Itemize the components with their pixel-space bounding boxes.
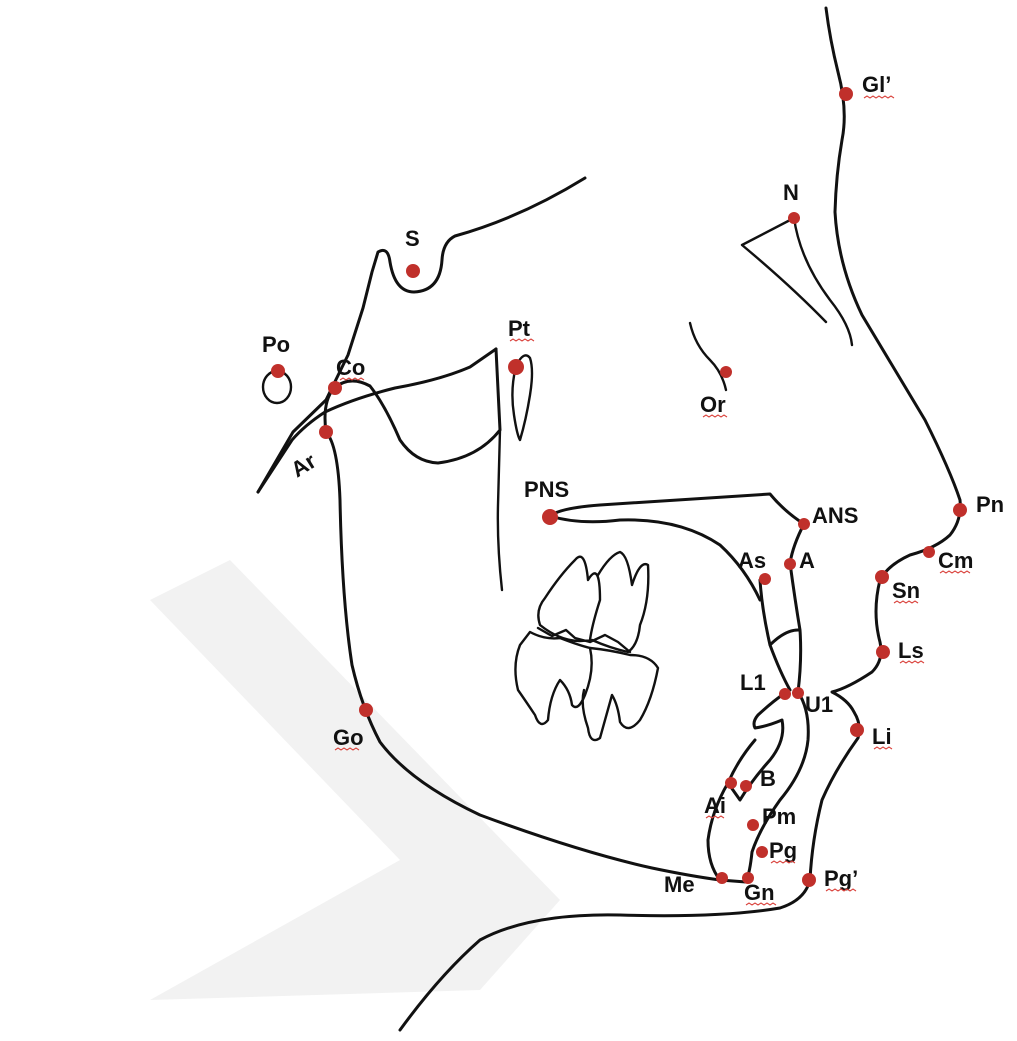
point-ls xyxy=(876,645,890,659)
label-pt: Pt xyxy=(508,316,531,341)
label-sn: Sn xyxy=(892,578,920,603)
point-gl-soft xyxy=(839,87,853,101)
cranial-base-outline xyxy=(258,178,585,492)
point-u1 xyxy=(792,687,804,699)
label-ai: Ai xyxy=(704,793,726,818)
point-sn xyxy=(875,570,889,584)
point-cm xyxy=(923,546,935,558)
label-me: Me xyxy=(664,872,695,897)
lower-molar-1 xyxy=(515,632,591,724)
label-li: Li xyxy=(872,724,892,749)
label-b: B xyxy=(760,766,776,791)
label-pg-soft: Pg’ xyxy=(824,866,858,891)
label-pn: Pn xyxy=(976,492,1004,517)
label-co: Co xyxy=(336,355,365,380)
label-ans: ANS xyxy=(812,503,858,528)
point-go xyxy=(359,703,373,717)
point-pg xyxy=(756,846,768,858)
point-ai xyxy=(725,777,737,789)
point-n xyxy=(788,212,800,224)
point-b xyxy=(740,780,752,792)
label-cm: Cm xyxy=(938,548,973,573)
label-or: Or xyxy=(700,392,726,417)
point-pn xyxy=(953,503,967,517)
label-u1: U1 xyxy=(805,692,833,717)
point-as xyxy=(759,573,771,585)
point-a xyxy=(784,558,796,570)
point-l1 xyxy=(779,688,791,700)
point-ans xyxy=(798,518,810,530)
label-ar: Ar xyxy=(286,448,320,482)
label-pns: PNS xyxy=(524,477,569,502)
point-co xyxy=(328,381,342,395)
label-po: Po xyxy=(262,332,290,357)
label-go: Go xyxy=(333,725,364,750)
lower-molar-2 xyxy=(583,648,658,740)
point-pt xyxy=(508,359,524,375)
point-ar xyxy=(319,425,333,439)
label-gl-soft: Gl’ xyxy=(862,72,891,97)
label-pg: Pg xyxy=(769,838,797,863)
label-gn: Gn xyxy=(744,880,775,905)
point-pm xyxy=(747,819,759,831)
label-a: A xyxy=(799,548,815,573)
upper-molar-1 xyxy=(538,557,600,641)
label-ls: Ls xyxy=(898,638,924,663)
point-or xyxy=(720,366,732,378)
label-n: N xyxy=(783,180,799,205)
watermark xyxy=(150,560,560,1000)
label-s: S xyxy=(405,226,420,251)
label-as: As xyxy=(738,548,766,573)
point-pg-soft xyxy=(802,873,816,887)
label-l1: L1 xyxy=(740,670,766,695)
point-s xyxy=(406,264,420,278)
coronoid-process xyxy=(498,430,502,590)
point-pns xyxy=(542,509,558,525)
point-li xyxy=(850,723,864,737)
point-po xyxy=(271,364,285,378)
orbitale-outline xyxy=(690,323,726,390)
label-pm: Pm xyxy=(762,804,796,829)
nasal-orbit-triangle xyxy=(742,218,852,345)
point-me xyxy=(716,872,728,884)
